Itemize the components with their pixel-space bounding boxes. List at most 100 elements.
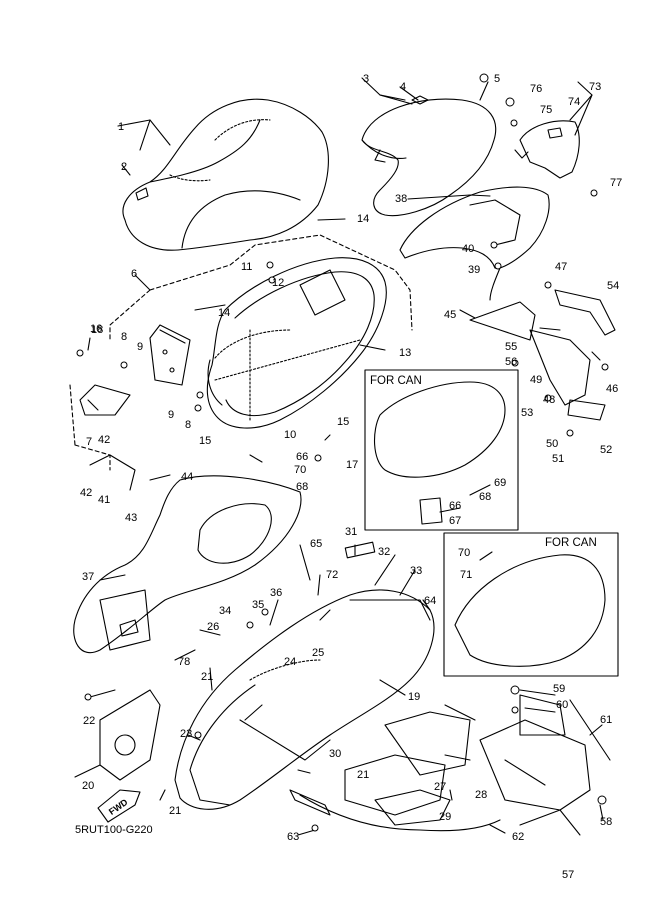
part-callout-40: 40 bbox=[462, 243, 474, 255]
seat-lock-bracket-drawing bbox=[79, 384, 131, 416]
part-callout-42: 42 bbox=[98, 434, 110, 446]
part-callout-53: 53 bbox=[521, 407, 533, 419]
part-callout-1: 1 bbox=[118, 121, 124, 133]
part-callout-42: 42 bbox=[80, 487, 92, 499]
part-callout-14: 14 bbox=[357, 213, 369, 225]
latch-43-drawing bbox=[89, 454, 136, 491]
inner-fender-drawing bbox=[73, 475, 302, 654]
part-callout-19: 19 bbox=[408, 691, 420, 703]
part-callout-56: 56 bbox=[505, 356, 517, 368]
part-callout-15: 15 bbox=[337, 416, 349, 428]
side-cover-drawing bbox=[99, 689, 161, 781]
part-callout-14: 14 bbox=[218, 307, 230, 319]
part-callout-57: 57 bbox=[562, 869, 574, 881]
part-callout-21: 21 bbox=[169, 805, 181, 817]
part-callout-58: 58 bbox=[600, 816, 612, 828]
seat-storage-box-drawing bbox=[206, 257, 387, 429]
part-callout-12: 12 bbox=[272, 277, 284, 289]
part-callout-69: 69 bbox=[494, 477, 506, 489]
part-callout-26: 26 bbox=[207, 621, 219, 633]
part-callout-68: 68 bbox=[296, 481, 308, 493]
drawing-code: 5RUT100-G220 bbox=[75, 824, 153, 836]
part-callout-15: 15 bbox=[199, 435, 211, 447]
fwd-arrow-icon bbox=[97, 789, 141, 823]
part-callout-43: 43 bbox=[125, 512, 137, 524]
part-callout-30: 30 bbox=[329, 748, 341, 760]
part-callout-36: 36 bbox=[270, 587, 282, 599]
part-callout-39: 39 bbox=[468, 264, 480, 276]
inset-can-frame-1 bbox=[364, 369, 519, 531]
cable-tie-61-drawing bbox=[569, 699, 611, 761]
part-callout-4: 4 bbox=[400, 81, 406, 93]
rear-grab-drawing bbox=[514, 120, 580, 179]
part-callouts: 1234567889910111213141415151617181920212… bbox=[80, 73, 622, 881]
part-callout-66: 66 bbox=[449, 500, 461, 512]
part-callout-64: 64 bbox=[424, 595, 436, 607]
part-callout-41: 41 bbox=[98, 494, 110, 506]
part-callout-45: 45 bbox=[444, 309, 456, 321]
part-callout-71: 71 bbox=[460, 569, 472, 581]
part-callout-21: 21 bbox=[357, 769, 369, 781]
part-callout-50: 50 bbox=[546, 438, 558, 450]
part-callout-47: 47 bbox=[555, 261, 567, 273]
part-callout-77: 77 bbox=[610, 177, 622, 189]
part-callout-27: 27 bbox=[434, 781, 446, 793]
part-callout-32: 32 bbox=[378, 546, 390, 558]
part-callout-51: 51 bbox=[552, 453, 564, 465]
part-callout-76: 76 bbox=[530, 83, 542, 95]
part-callout-2: 2 bbox=[121, 161, 127, 173]
part-callout-74: 74 bbox=[568, 96, 580, 108]
part-callout-10: 10 bbox=[284, 429, 296, 441]
rear-fender-drawing bbox=[479, 719, 591, 811]
part-callout-11: 11 bbox=[241, 261, 252, 273]
floor-mats-drawing bbox=[344, 711, 471, 826]
inset-can-title-1: FOR CAN bbox=[370, 375, 422, 387]
part-callout-34: 34 bbox=[219, 605, 231, 617]
part-callout-66: 66 bbox=[296, 451, 308, 463]
part-callout-9: 9 bbox=[168, 409, 174, 421]
part-callout-24: 24 bbox=[284, 656, 296, 668]
part-callout-8: 8 bbox=[121, 331, 127, 343]
part-callout-59: 59 bbox=[553, 683, 565, 695]
part-callout-6: 6 bbox=[131, 268, 137, 280]
part-callout-48: 48 bbox=[543, 394, 555, 406]
part-callout-9: 9 bbox=[137, 341, 143, 353]
strip-31-drawing bbox=[344, 541, 376, 559]
part-callout-28: 28 bbox=[475, 789, 487, 801]
part-callout-72: 72 bbox=[326, 569, 338, 581]
part-callout-46: 46 bbox=[606, 383, 618, 395]
part-callout-33: 33 bbox=[410, 565, 422, 577]
inset-2-frame-drawing bbox=[454, 554, 606, 667]
footboard-frame-drawing bbox=[174, 589, 435, 810]
part-callout-73: 73 bbox=[589, 81, 601, 93]
part-callout-75: 75 bbox=[540, 104, 552, 116]
part-callout-78: 78 bbox=[178, 656, 190, 668]
part-callout-68: 68 bbox=[479, 491, 491, 503]
inset-can-title-2: FOR CAN bbox=[545, 537, 597, 549]
part-callout-25: 25 bbox=[312, 647, 324, 659]
reflector-52-drawing bbox=[567, 399, 606, 421]
part-callout-67: 67 bbox=[449, 515, 461, 527]
hinge-bracket-drawing bbox=[149, 324, 191, 386]
part-callout-23: 23 bbox=[180, 728, 192, 740]
part-callout-62: 62 bbox=[512, 831, 524, 843]
wire-end-63-drawing bbox=[289, 789, 331, 816]
part-callout-49: 49 bbox=[530, 374, 542, 386]
seat-drawing bbox=[122, 98, 329, 251]
tail-cowl-drawing bbox=[399, 186, 550, 301]
part-callout-29: 29 bbox=[439, 811, 451, 823]
fwd-label: FWD bbox=[107, 797, 130, 817]
part-callout-5: 5 bbox=[494, 73, 500, 85]
part-callout-22: 22 bbox=[83, 715, 95, 727]
rear-seat-drawing bbox=[361, 95, 497, 217]
part-callout-70: 70 bbox=[458, 547, 470, 559]
part-callout-37: 37 bbox=[82, 571, 94, 583]
part-callout-54: 54 bbox=[607, 280, 619, 292]
cable-drawing bbox=[299, 794, 501, 832]
part-callout-35: 35 bbox=[252, 599, 264, 611]
bracket-54-drawing bbox=[554, 289, 616, 336]
inset-can-frame-2 bbox=[443, 532, 619, 677]
tail-light-bracket-drawing bbox=[529, 329, 591, 406]
